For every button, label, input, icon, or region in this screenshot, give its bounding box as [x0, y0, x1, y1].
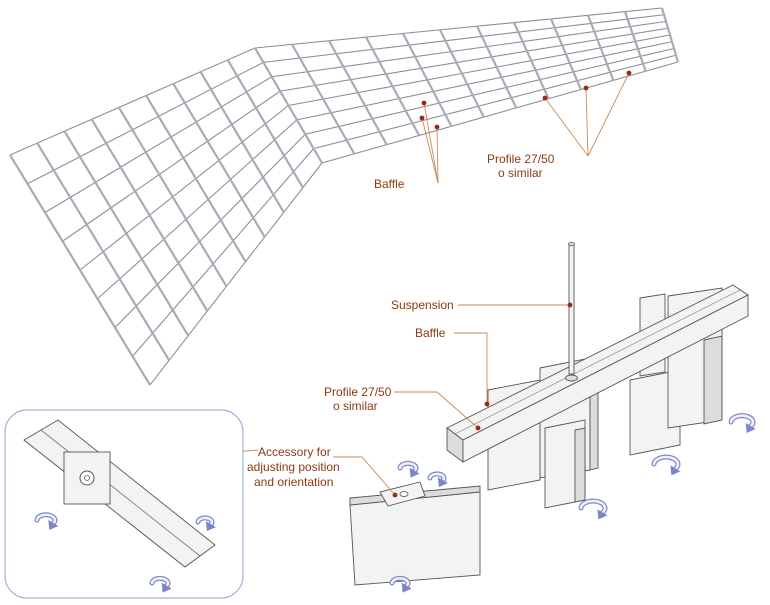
marker-dot	[484, 401, 490, 407]
mesh-cross-bar	[365, 36, 421, 136]
rotation-arrow-icon	[149, 575, 172, 593]
marker-dot	[567, 302, 573, 308]
baffle-panel	[349, 491, 481, 586]
mesh-cross-bar	[439, 29, 485, 118]
baffle-panel	[629, 369, 681, 456]
label-profile-mid-line1: Profile 27/50	[324, 385, 392, 399]
label-profile-top-line2: o similar	[498, 166, 543, 180]
label-profile-top-line1: Profile 27/50	[487, 152, 555, 166]
mesh-cross-bar	[476, 25, 518, 109]
mesh-strand	[62, 27, 669, 242]
rotation-arrow-icon	[195, 515, 216, 532]
label-accessory-line1: Accessory for	[258, 445, 331, 459]
marker-dot	[626, 70, 632, 76]
mesh-cross-bar	[586, 14, 615, 81]
rotation-arrow-icon	[397, 460, 420, 478]
baffle-mesh	[9, 7, 680, 386]
mesh-strand	[97, 41, 673, 300]
mesh-cross-bar	[172, 83, 266, 238]
rotation-arrows	[34, 413, 756, 593]
label-suspension: Suspension	[391, 298, 454, 312]
rotation-arrow-icon	[389, 575, 412, 593]
detached-baffle	[349, 481, 481, 586]
mesh-cross-bar	[623, 11, 647, 72]
label-baffle-top: Baffle	[374, 177, 405, 191]
mesh-strand	[44, 20, 667, 213]
rotation-arrow-icon	[427, 471, 448, 488]
mesh-cross-bar	[63, 130, 190, 337]
label-accessory-line3: and orientation	[254, 475, 333, 489]
rotation-arrow-icon	[34, 512, 59, 531]
mesh-strand	[9, 7, 663, 156]
mesh-cross-bar	[254, 47, 323, 164]
mesh-cross-bar	[291, 43, 356, 155]
marker-dot	[392, 492, 398, 498]
label-profile-mid-line2: o similar	[333, 399, 378, 413]
rotation-arrow-icon	[578, 498, 608, 520]
mesh-cross-bar	[660, 7, 680, 63]
profile-assembly	[446, 241, 749, 509]
mesh-cross-bar	[512, 22, 550, 100]
mesh-cross-bar	[199, 71, 285, 213]
marker-dot	[542, 95, 548, 101]
mesh-cross-bar	[549, 18, 582, 90]
marker-dot	[475, 425, 481, 431]
rotation-arrow-icon	[651, 454, 681, 476]
mesh-cross-bar	[90, 118, 209, 312]
label-baffle-mid: Baffle	[415, 326, 446, 340]
label-accessory-line2: adjusting position	[247, 460, 340, 474]
mesh-cross-bar	[328, 40, 388, 146]
mesh-cross-bar	[9, 154, 151, 386]
mesh-cross-bar	[145, 94, 247, 263]
marker-dot	[434, 124, 440, 130]
mesh-cross-bar	[117, 106, 228, 287]
rotation-arrow-icon	[728, 413, 756, 433]
mesh-strand	[149, 61, 679, 386]
mesh-strand	[27, 14, 665, 185]
mesh-cross-bar	[226, 59, 304, 189]
mesh-cross-bar	[402, 32, 453, 127]
suspension-rod	[568, 243, 575, 375]
mesh-cross-bar	[36, 142, 171, 361]
marker-dot	[419, 115, 425, 121]
top-leaders	[419, 70, 632, 184]
accessory-detail-inset	[4, 409, 244, 599]
marker-dot	[583, 85, 589, 91]
marker-dot	[421, 100, 427, 106]
